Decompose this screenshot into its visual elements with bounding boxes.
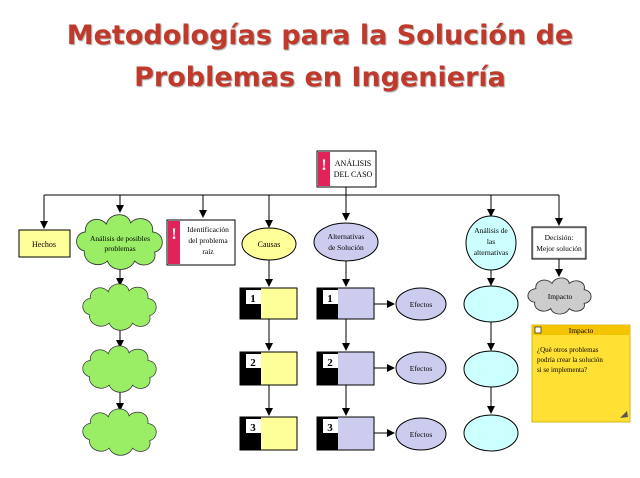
causas-ellipse: Causas [241, 227, 297, 261]
alert-icon: ! [321, 157, 326, 174]
alternativas-line-2: de Solución [328, 243, 364, 252]
efectos-label: Efectos [410, 300, 433, 309]
cloud-step-1 [82, 283, 157, 331]
impacto-note-line-3: si se implementa? [537, 366, 587, 374]
impacto-note-line-2: podría crear la solución [537, 356, 603, 364]
impacto-note-title: Impacto [569, 326, 594, 335]
alert-marker [318, 152, 330, 186]
alert-marker [168, 221, 180, 264]
tree-connectors [40, 187, 563, 437]
alternativas-step-1: 1 [316, 287, 375, 320]
step-number: 2 [250, 357, 256, 369]
analisis-alternativas-line-1: Análisis de [474, 226, 508, 235]
step-number: 1 [327, 293, 333, 305]
causas-step-1: 1 [239, 287, 298, 320]
root-node-analisis-del-caso: ! ANÁLISIS DEL CASO [316, 150, 377, 188]
slide-title-line-2: Problemas en Ingeniería [134, 62, 506, 93]
analisis-posibles-cloud: Análisis de posibles problemas [75, 214, 163, 271]
step-number: 3 [250, 422, 256, 434]
identificacion-box: ! Identificación del problema raíz [166, 219, 236, 266]
step-number: 2 [327, 357, 333, 369]
identificacion-line-3: raíz [202, 247, 214, 256]
impacto-note: Impacto ¿Qué otros problemas podría crea… [531, 324, 631, 423]
analisis-step-1 [463, 285, 519, 323]
cloud-step-2 [82, 345, 157, 393]
analisis-step-3 [463, 414, 519, 452]
efectos-label: Efectos [410, 430, 433, 439]
note-resize-grip-icon [620, 411, 628, 418]
root-label-line-2: DEL CASO [334, 170, 373, 179]
slide-title-line-1: Metodologías para la Solución de [66, 20, 574, 51]
causas-step-2: 2 [239, 351, 298, 386]
decision-box: Decisión: Mejor solución [531, 226, 587, 260]
alternativas-step-2: 2 [316, 351, 375, 386]
efectos-ellipse-3: Efectos [395, 417, 447, 451]
analisis-alternativas-ellipse: Análisis de las alternativas [465, 215, 517, 271]
impacto-cloud-label: Impacto [548, 292, 573, 301]
causas-step-3: 3 [239, 416, 298, 451]
step-number: 3 [327, 422, 333, 434]
cloud-step-3 [82, 408, 157, 456]
analisis-alternativas-line-2: las [487, 237, 495, 246]
efectos-ellipse-2: Efectos [395, 351, 447, 385]
alternativas-line-1: Alternativas [328, 232, 365, 241]
step-number: 1 [250, 293, 256, 305]
decision-line-2: Mejor solución [536, 244, 582, 253]
alternativas-ellipse: Alternativas de Solución [313, 222, 379, 262]
efectos-label: Efectos [410, 364, 433, 373]
causas-label: Causas [258, 240, 281, 249]
hechos-box: Hechos [18, 229, 71, 258]
analisis-step-2 [463, 350, 519, 388]
decision-line-1: Decisión: [545, 233, 574, 242]
impacto-cloud: Impacto [527, 277, 592, 315]
analisis-posibles-line-2: problemas [104, 244, 135, 253]
identificacion-line-2: del problema [188, 236, 228, 245]
hechos-label: Hechos [32, 240, 56, 249]
identificacion-line-1: Identificación [187, 225, 229, 234]
note-menu-icon [534, 326, 542, 334]
impacto-note-line-1: ¿Qué otros problemas [537, 346, 599, 354]
root-label-line-1: ANÁLISIS [335, 158, 371, 168]
analisis-alternativas-line-3: alternativas [474, 248, 509, 257]
alert-icon: ! [171, 226, 176, 243]
alternativas-step-3: 3 [316, 416, 375, 451]
analisis-posibles-line-1: Análisis de posibles [90, 234, 150, 243]
efectos-ellipse-1: Efectos [395, 287, 447, 321]
